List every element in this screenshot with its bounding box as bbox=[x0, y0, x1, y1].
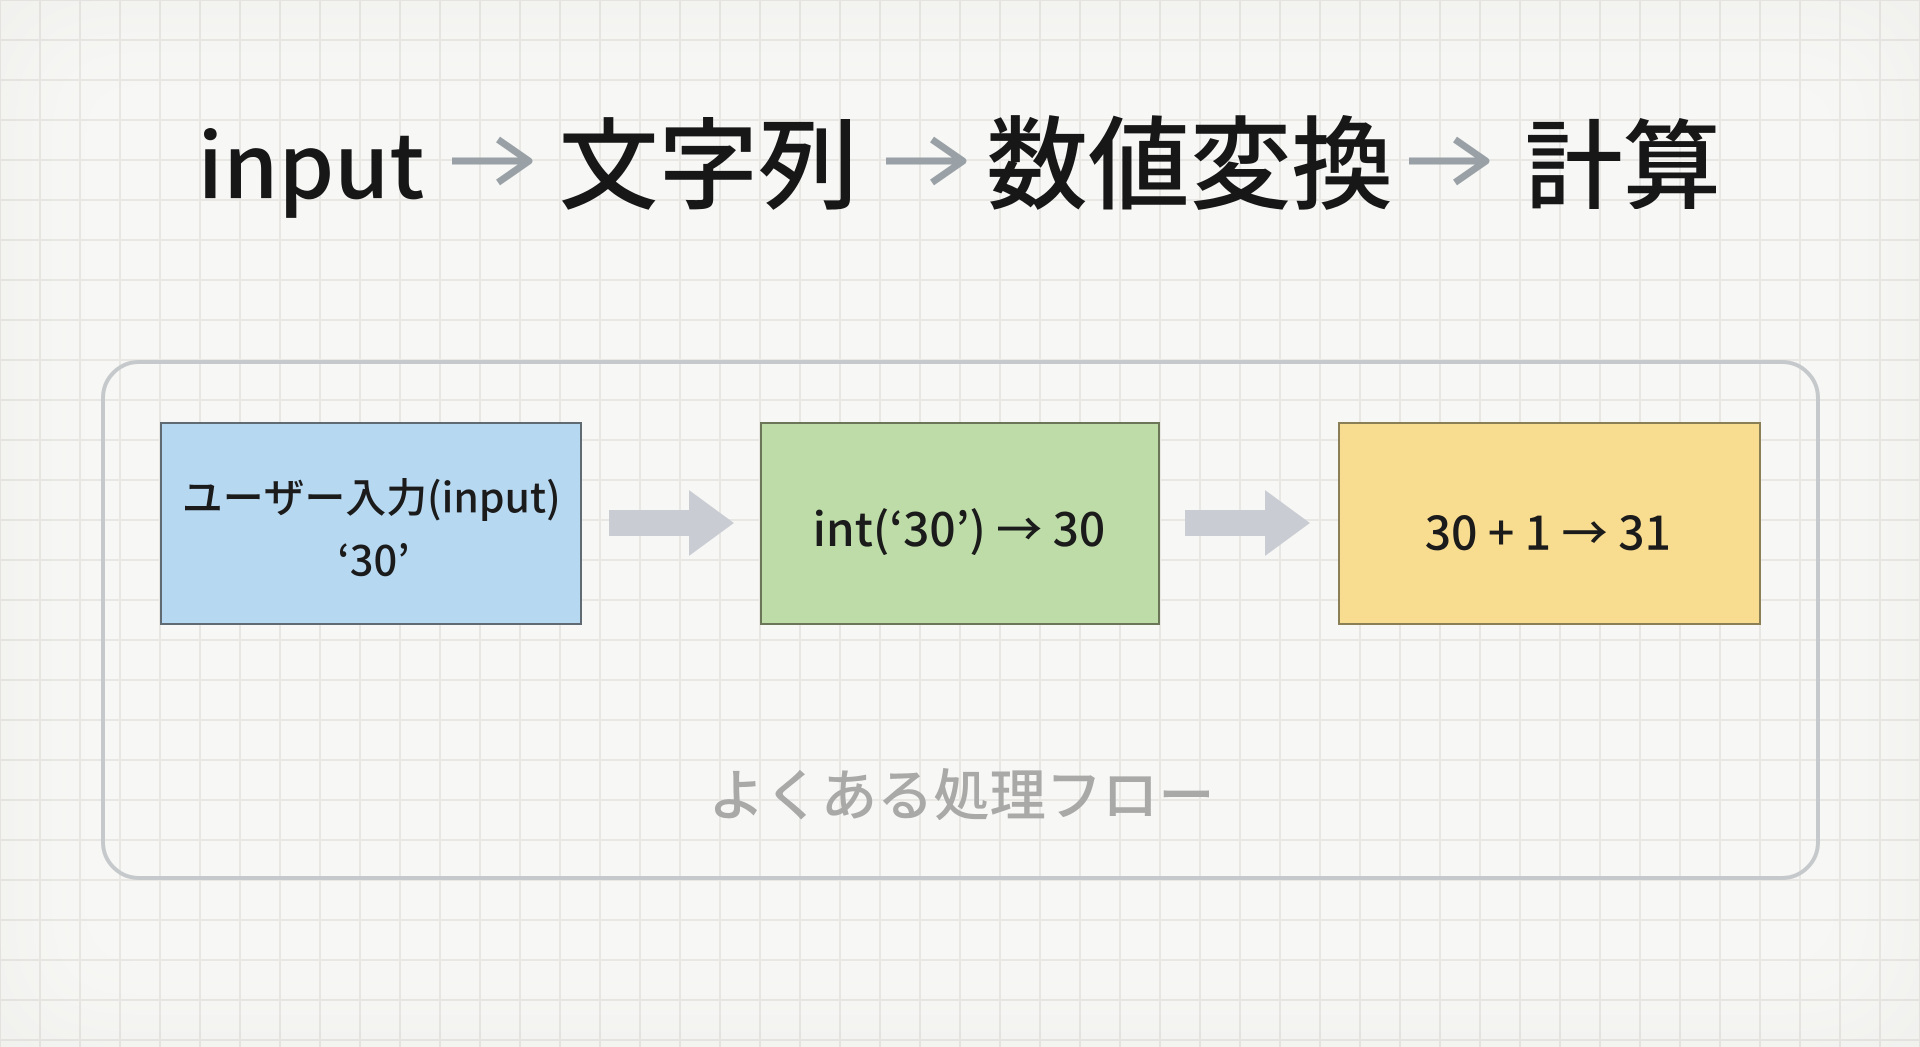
title-arrow-icon-3 bbox=[1408, 136, 1489, 186]
title-step-input: input bbox=[204, 127, 423, 218]
title-step-numeric-conversion: 数値変換 bbox=[989, 114, 1390, 210]
title-arrow-icon-2 bbox=[885, 136, 966, 186]
flow-box-calculation-line1: 30 + 1 → 31 bbox=[1426, 515, 1668, 551]
flow-group-caption: よくある処理フロー bbox=[715, 767, 1209, 820]
flow-group-frame bbox=[101, 360, 1820, 880]
title-step-calculation: 計算 bbox=[1528, 117, 1716, 210]
flow-box-user-input-line1: ユーザー入力(input) bbox=[185, 477, 557, 522]
title-arrow-icon-1 bbox=[451, 136, 532, 186]
title-step-string: 文字列 bbox=[562, 116, 850, 210]
flow-box-user-input bbox=[160, 422, 582, 625]
flow-box-calculation bbox=[1338, 422, 1761, 625]
flow-box-int-conversion-line1: int(‘30’) → 30 bbox=[816, 508, 1103, 556]
flow-box-user-input-line2: ‘30’ bbox=[340, 543, 407, 577]
